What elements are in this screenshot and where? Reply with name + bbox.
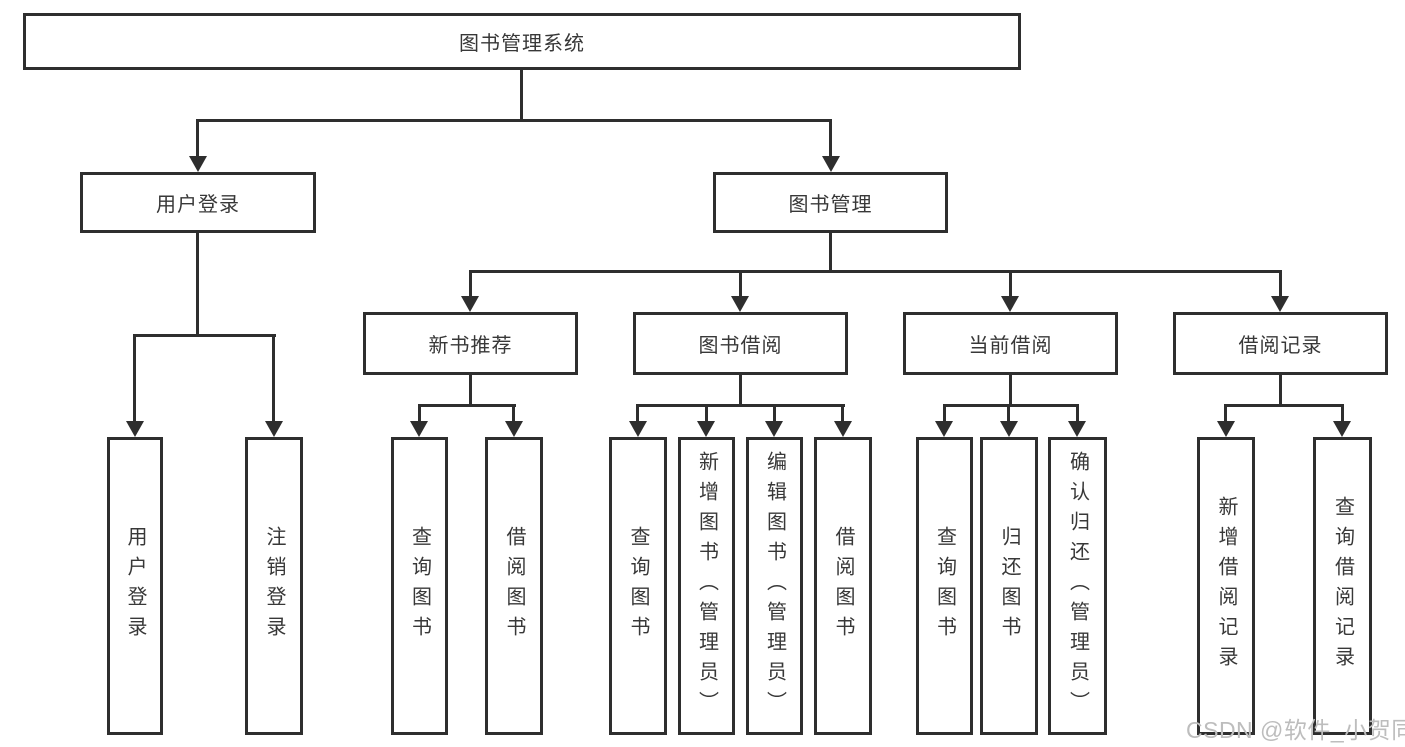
arrow-to-leaf-confirm-return <box>1068 421 1086 437</box>
arrow-to-leaf-logout <box>265 421 283 437</box>
leaf-query-borrow-record: 查询借阅记录 <box>1313 437 1372 735</box>
connector-current-stem-1 <box>943 404 946 423</box>
arrow-to-borrow-records <box>1271 296 1289 312</box>
arrow-to-leaf-query-book-3 <box>935 421 953 437</box>
node-new-book-rec: 新书推荐 <box>363 312 578 375</box>
connector-root-bar <box>196 119 832 122</box>
connector-root-stem-right <box>829 119 832 157</box>
connector-current-stem-3 <box>1076 404 1079 423</box>
connector-borrow-stem-1 <box>636 404 639 423</box>
connector-user-login-stem-right <box>272 334 275 422</box>
connector-borrow-stem-3 <box>773 404 776 423</box>
connector-records-bar <box>1224 404 1344 407</box>
leaf-return-book: 归还图书 <box>980 437 1038 735</box>
connector-borrow-stem-2 <box>705 404 708 423</box>
node-book-borrow: 图书借阅 <box>633 312 848 375</box>
node-user-login: 用户登录 <box>80 172 316 233</box>
arrow-to-leaf-query-book-2 <box>629 421 647 437</box>
connector-current-trunk <box>1009 375 1012 407</box>
connector-borrow-trunk <box>739 375 742 407</box>
connector-current-bar <box>943 404 1079 407</box>
connector-borrow-bar <box>636 404 845 407</box>
arrow-to-book-mgmt <box>822 156 840 172</box>
connector-current-stem-2 <box>1007 404 1010 423</box>
leaf-logout: 注销登录 <box>245 437 303 735</box>
arrow-to-leaf-edit-book <box>765 421 783 437</box>
connector-root-trunk <box>520 70 523 122</box>
leaf-user-login: 用户登录 <box>107 437 163 735</box>
leaf-borrow-book-1: 借阅图书 <box>485 437 543 735</box>
node-root: 图书管理系统 <box>23 13 1021 70</box>
arrow-to-user-login <box>189 156 207 172</box>
leaf-add-book: 新增图书（管理员） <box>678 437 735 735</box>
leaf-edit-book: 编辑图书（管理员） <box>746 437 803 735</box>
arrow-to-current-borrow <box>1001 296 1019 312</box>
connector-root-stem-left <box>196 119 199 157</box>
connector-borrow-stem-4 <box>841 404 844 423</box>
leaf-add-borrow-record: 新增借阅记录 <box>1197 437 1255 735</box>
connector-records-stem-2 <box>1341 404 1344 423</box>
connector-records-trunk <box>1279 375 1282 407</box>
node-borrow-records: 借阅记录 <box>1173 312 1388 375</box>
connector-book-mgmt-bar <box>469 270 1282 273</box>
connector-new-book-trunk <box>469 375 472 407</box>
arrow-to-leaf-user-login <box>126 421 144 437</box>
arrow-to-book-borrow <box>731 296 749 312</box>
leaf-borrow-book-2: 借阅图书 <box>814 437 872 735</box>
arrow-to-leaf-query-borrow-record <box>1333 421 1351 437</box>
connector-new-book-bar <box>418 404 516 407</box>
connector-user-login-bar <box>133 334 276 337</box>
connector-book-mgmt-stem-3 <box>1009 270 1012 298</box>
arrow-to-leaf-borrow-book-1 <box>505 421 523 437</box>
watermark-text: CSDN @软件_小贺同学 <box>1186 717 1405 743</box>
connector-book-mgmt-trunk <box>829 233 832 272</box>
connector-book-mgmt-stem-2 <box>739 270 742 298</box>
connector-book-mgmt-stem-4 <box>1279 270 1282 298</box>
leaf-query-book-3: 查询图书 <box>916 437 973 735</box>
leaf-confirm-return: 确认归还（管理员） <box>1048 437 1107 735</box>
connector-records-stem-1 <box>1224 404 1227 423</box>
connector-new-book-stem-1 <box>418 404 421 423</box>
arrow-to-leaf-query-book-1 <box>410 421 428 437</box>
leaf-query-book-1: 查询图书 <box>391 437 448 735</box>
node-book-mgmt: 图书管理 <box>713 172 948 233</box>
arrow-to-leaf-add-borrow-record <box>1217 421 1235 437</box>
node-current-borrow: 当前借阅 <box>903 312 1118 375</box>
arrow-to-leaf-add-book <box>697 421 715 437</box>
connector-user-login-stem-left <box>133 334 136 422</box>
arrow-to-leaf-return-book <box>1000 421 1018 437</box>
leaf-query-book-2: 查询图书 <box>609 437 667 735</box>
connector-user-login-trunk <box>196 233 199 336</box>
arrow-to-new-book-rec <box>461 296 479 312</box>
arrow-to-leaf-borrow-book-2 <box>834 421 852 437</box>
connector-new-book-stem-2 <box>512 404 515 423</box>
connector-book-mgmt-stem-1 <box>469 270 472 298</box>
